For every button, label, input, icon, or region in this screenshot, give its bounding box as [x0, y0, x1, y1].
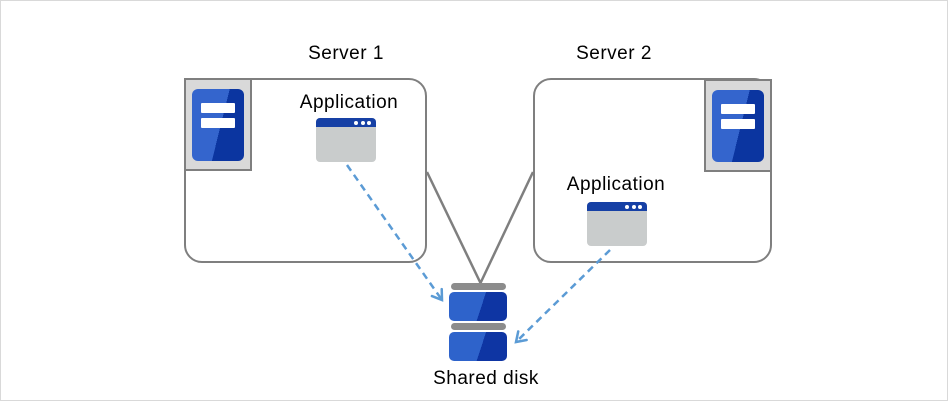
window-dot-icon: [360, 120, 365, 125]
app2-to-disk-arrow: [514, 249, 611, 344]
window-dot-icon: [625, 204, 629, 209]
server2-title: Server 2: [576, 43, 652, 64]
window-dot-icon: [354, 120, 358, 125]
server1-title: Server 1: [308, 43, 384, 64]
window-dot-icon: [638, 204, 642, 209]
disk-cap: [450, 323, 506, 330]
server-tower-body: [712, 89, 764, 162]
server1-disk-connector-line: [425, 171, 482, 284]
application2-label: Application: [566, 174, 666, 195]
window-titlebar: [316, 118, 376, 127]
server2-tower-icon: [704, 79, 772, 172]
application1-window-icon: [316, 118, 376, 162]
disk-platter: [449, 292, 507, 321]
window-dot-icon: [367, 120, 371, 125]
window-dot-icon: [631, 204, 636, 209]
server1-tower-icon: [184, 78, 252, 171]
server-tower-body: [192, 88, 244, 161]
disk-platter: [449, 332, 507, 361]
window-buttons: [625, 204, 642, 209]
window-buttons: [354, 120, 371, 125]
application2-window-icon: [587, 202, 647, 246]
shared-disk-icon: [449, 283, 507, 363]
shared-disk-label: Shared disk: [433, 368, 539, 389]
disk-cap: [450, 283, 506, 290]
server-drive-slot: [721, 118, 755, 129]
server-drive-slot: [721, 103, 755, 114]
window-titlebar: [587, 202, 647, 211]
application1-label: Application: [299, 92, 399, 113]
server-drive-slot: [201, 117, 235, 128]
server2-disk-connector-line: [479, 171, 535, 284]
server-drive-slot: [201, 102, 235, 113]
